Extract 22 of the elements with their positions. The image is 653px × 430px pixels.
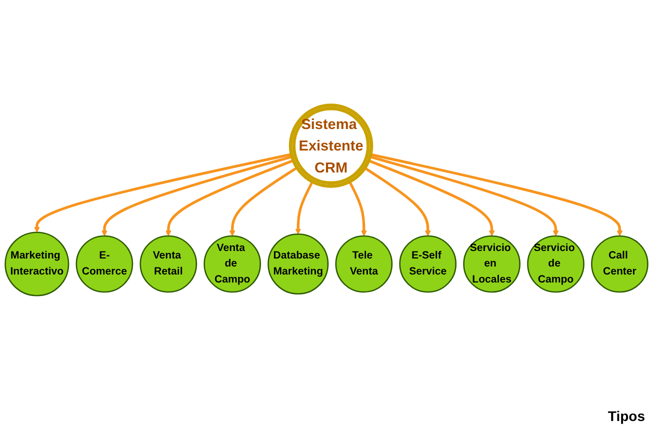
node-circle: Database Marketing [268, 233, 329, 294]
node-circle: E-Self Service [399, 234, 457, 292]
node-circle: Sistema Existente CRM [288, 103, 374, 188]
arrow [34, 152, 292, 232]
arrow [368, 158, 495, 236]
arrow [348, 180, 367, 236]
node-circle: Venta Retail [140, 234, 198, 292]
node-circle: Servicio en Locales [463, 234, 520, 292]
arrow [166, 158, 294, 236]
node-circle: Marketing Interactivo [4, 231, 70, 296]
node-circle: Tele Venta [335, 234, 393, 292]
arrow [295, 180, 314, 234]
arrow [364, 166, 431, 236]
arrow [102, 154, 292, 236]
node-circle: Servicio de Campo [527, 234, 584, 292]
node-circle: Call Center [591, 234, 648, 292]
arrow [370, 152, 623, 236]
arrow [370, 155, 559, 236]
note-text: Tipos [608, 408, 645, 424]
node-circle: Venta de Campo [204, 234, 262, 292]
arrow [229, 166, 298, 236]
node-circle: E-Comerce [76, 234, 134, 292]
